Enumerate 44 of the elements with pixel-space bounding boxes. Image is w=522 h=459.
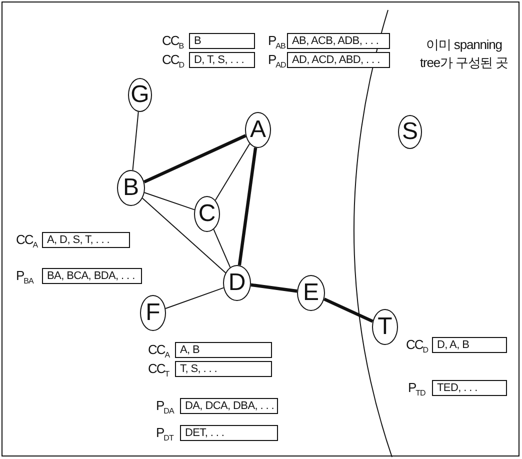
value-box: D, T, S, . . .: [189, 52, 255, 68]
node-circle: G: [128, 78, 152, 112]
value-box: A, B: [175, 342, 272, 358]
node-circle: E: [297, 275, 325, 311]
value-box: BA, BCA, BDA, . . .: [42, 268, 142, 284]
edge-line: [250, 283, 298, 293]
edge-line: [142, 198, 226, 274]
edge-line: [238, 147, 258, 266]
variable-label: CC$_{D}$: [162, 52, 184, 72]
edge-line: [213, 228, 231, 268]
node-circle: D: [223, 265, 251, 301]
edge-line: [132, 111, 139, 171]
value-box: AD, ACD, ABD, . . .: [287, 52, 390, 68]
variable-label: CC$_{T}$: [148, 361, 170, 381]
node-circle: S: [398, 115, 422, 149]
variable-label: CC$_{A}$: [148, 342, 170, 362]
variable-label: P$_{DT}$: [156, 425, 174, 445]
node-circle: T: [372, 309, 398, 345]
value-box: DET, . . .: [180, 425, 278, 441]
region-note: 이미 spanning tree가 구성된 곳: [418, 36, 510, 72]
value-box: D, A, B: [432, 337, 507, 353]
value-box: DA, DCA, DBA, . . .: [180, 398, 278, 414]
node-circle: B: [117, 170, 145, 206]
variable-label: CC$_{D}$: [406, 337, 428, 357]
value-box: T, S, . . .: [175, 361, 272, 377]
node-circle: C: [194, 196, 220, 232]
variable-label: P$_{TD}$: [408, 380, 426, 400]
variable-label: P$_{AB}$: [268, 33, 286, 53]
variable-label: P$_{BA}$: [16, 268, 34, 288]
edge-line: [324, 298, 374, 323]
edge-line: [144, 192, 195, 210]
edge-line: [165, 287, 224, 309]
value-box: TED, . . .: [432, 380, 507, 396]
node-circle: F: [140, 295, 166, 331]
value-box: A, D, S, T, . . .: [42, 232, 130, 248]
variable-label: P$_{DA}$: [156, 398, 174, 418]
variable-label: CC$_{A}$: [16, 232, 38, 252]
variable-label: P$_{AD}$: [268, 52, 286, 72]
edge-line: [144, 134, 246, 184]
value-box: B: [189, 33, 255, 49]
variable-label: CC$_{B}$: [162, 33, 184, 53]
node-circle: A: [245, 112, 271, 148]
edge-line: [214, 143, 250, 201]
value-box: AB, ACB, ADB, . . .: [287, 33, 390, 49]
